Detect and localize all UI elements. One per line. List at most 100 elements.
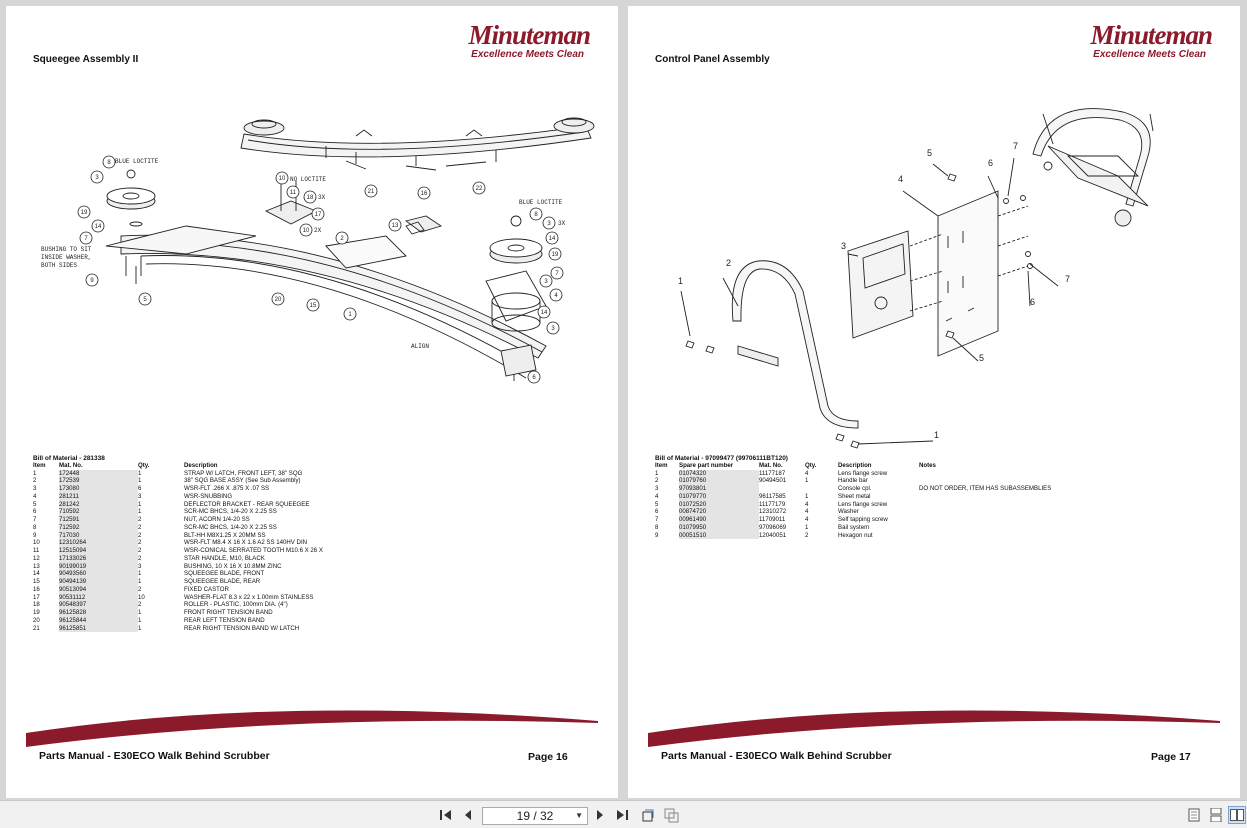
table-cell: 18 bbox=[33, 601, 40, 609]
col-qty: Qty. bbox=[805, 462, 817, 469]
callout-bubble: 15 bbox=[306, 298, 320, 312]
table-cell: 90199019 bbox=[59, 562, 138, 571]
callout-bubble: 3 bbox=[539, 274, 553, 288]
table-cell: ROLLER - PLASTIC, 100mm DIA. (4") bbox=[184, 601, 288, 609]
callout-bubble: 1 bbox=[343, 307, 357, 321]
table-cell: 2 bbox=[138, 554, 142, 562]
note-align: ALIGN bbox=[411, 343, 429, 350]
table-cell: 14 bbox=[33, 570, 40, 578]
first-page-icon[interactable] bbox=[437, 806, 455, 824]
table-cell: Sheet metal bbox=[838, 492, 871, 500]
callout-number: 16 bbox=[421, 191, 428, 197]
table-cell: Hexagon nut bbox=[838, 531, 873, 539]
page-16: Minuteman Excellence Meets Clean Squeege… bbox=[6, 6, 618, 798]
table-cell: 10 bbox=[33, 539, 40, 547]
pdf-viewer: Minuteman Excellence Meets Clean Squeege… bbox=[0, 0, 1247, 800]
table-cell bbox=[919, 493, 1054, 501]
callout-bubble: 14 bbox=[537, 305, 551, 319]
callout-bubble: 10 bbox=[275, 171, 289, 185]
prev-page-icon[interactable] bbox=[459, 806, 477, 824]
table-cell: DEFLECTOR BRACKET - REAR SQUEEGEE bbox=[184, 500, 310, 508]
table-cell: REAR RIGHT TENSION BAND W/ LATCH bbox=[184, 624, 300, 632]
table-cell: 12310272 bbox=[759, 508, 787, 516]
table-cell: SQUEEGEE BLADE, FRONT bbox=[184, 570, 265, 578]
table-cell: 1 bbox=[655, 469, 659, 477]
rotate-icon[interactable] bbox=[639, 806, 657, 824]
table-cell bbox=[919, 524, 1054, 532]
table-cell: 173080 bbox=[59, 485, 138, 493]
bom-title: Bill of Material - 97099477 (99706111BT1… bbox=[655, 455, 788, 462]
table-cell: 6 bbox=[138, 485, 142, 493]
callout-bubble: 7 bbox=[550, 266, 564, 280]
table-cell: 15 bbox=[33, 578, 40, 586]
two-page-view-icon[interactable] bbox=[1228, 806, 1246, 824]
table-cell: 2 bbox=[138, 601, 142, 609]
table-cell: 1 bbox=[805, 492, 809, 500]
table-cell: 00051510 bbox=[679, 531, 759, 540]
callout-bubble: 17 bbox=[311, 207, 325, 221]
callout-number: 19 bbox=[81, 210, 88, 216]
fit-page-icon[interactable] bbox=[662, 806, 680, 824]
table-cell: 1 bbox=[138, 570, 142, 578]
bom-header-row: Item Spare part number Mat. No. Qty. Des… bbox=[655, 462, 1054, 470]
col-notes: Notes bbox=[919, 462, 936, 469]
table-cell bbox=[919, 477, 1054, 485]
callout-number: 4 bbox=[898, 174, 903, 184]
col-mat-no: Mat. No. bbox=[759, 462, 783, 469]
table-cell: 2 bbox=[138, 539, 142, 547]
callout-bubble: 19 bbox=[77, 205, 91, 219]
table-cell: 3 bbox=[655, 485, 659, 493]
table-cell bbox=[919, 508, 1054, 516]
logo-tagline: Excellence Meets Clean bbox=[1093, 49, 1206, 60]
table-cell: FIXED CASTOR bbox=[184, 585, 229, 593]
last-page-icon[interactable] bbox=[613, 806, 631, 824]
callout-number: 21 bbox=[368, 189, 375, 195]
note-2x: 2X bbox=[314, 227, 322, 234]
callout-number: 20 bbox=[275, 297, 282, 303]
table-cell: 12310264 bbox=[59, 539, 138, 548]
col-mat-no: Mat. No. bbox=[59, 462, 83, 469]
callout-number: 6 bbox=[1030, 297, 1035, 307]
note-bushing-3: BOTH SIDES bbox=[41, 262, 77, 269]
table-cell: 96125851 bbox=[59, 624, 138, 633]
note-bushing-2: INSIDE WASHER, bbox=[41, 254, 91, 261]
table-cell: 712592 bbox=[59, 523, 138, 532]
table-cell: 96125828 bbox=[59, 609, 138, 617]
table-cell: Lens flange screw bbox=[838, 500, 888, 508]
page-number-select[interactable]: 19 / 32 ▼ bbox=[482, 807, 588, 825]
table-cell: 2 bbox=[138, 585, 142, 593]
table-cell: Handle bar bbox=[838, 477, 868, 485]
table-cell: 1 bbox=[805, 477, 809, 485]
table-cell: 1 bbox=[805, 523, 809, 531]
callout-bubble: 8 bbox=[529, 207, 543, 221]
table-cell: WSR-CONICAL SERRATED TOOTH M10.6 X 26 X bbox=[184, 547, 323, 555]
table-cell: 90493560 bbox=[59, 570, 138, 579]
table-cell: 5 bbox=[33, 500, 37, 508]
callout-bubble: 3 bbox=[90, 170, 104, 184]
callout-bubble: 7 bbox=[79, 231, 93, 245]
continuous-view-icon[interactable] bbox=[1207, 806, 1225, 824]
callout-number: 22 bbox=[476, 186, 483, 192]
callout-number: 8 bbox=[534, 212, 538, 218]
next-page-icon[interactable] bbox=[591, 806, 609, 824]
single-page-view-icon[interactable] bbox=[1185, 806, 1203, 824]
table-cell bbox=[919, 470, 1054, 478]
callout-bubble: 4 bbox=[549, 288, 563, 302]
footer-swoosh bbox=[648, 710, 1220, 747]
table-cell: 3 bbox=[138, 492, 142, 500]
minuteman-logo: Minuteman Excellence Meets Clean bbox=[468, 22, 591, 61]
table-cell: 2 bbox=[138, 523, 142, 531]
